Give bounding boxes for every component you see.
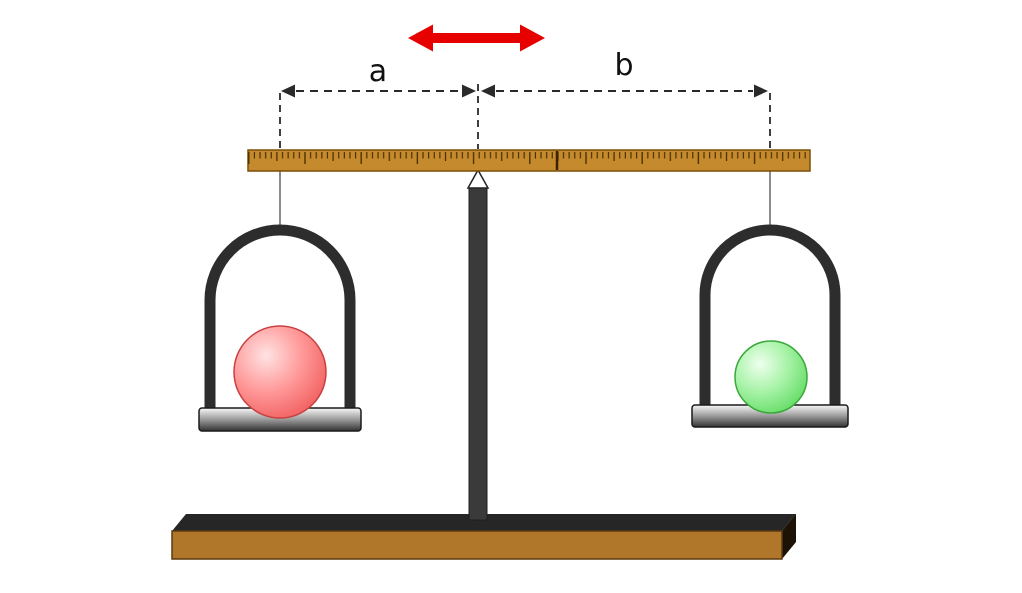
- left-hanger-stirrup: [204, 224, 356, 412]
- ruler-tick-marks: [248, 150, 810, 171]
- green-ball: [734, 340, 808, 414]
- distance-a-label: a: [369, 54, 387, 89]
- right-hanger-stirrup: [699, 224, 841, 409]
- dimension-b-arrowhead-left: [481, 84, 495, 98]
- ruler-beam[interactable]: [247, 149, 811, 172]
- dimension-b: b: [481, 48, 768, 98]
- distance-b-label: b: [614, 48, 633, 83]
- dimension-a-arrowhead-right: [462, 84, 476, 98]
- base-front-face: [171, 530, 783, 560]
- base-top-face: [172, 514, 796, 531]
- move-arrow-icon[interactable]: [408, 24, 545, 52]
- dimension-a: a: [281, 54, 476, 98]
- right-hanger-assembly: [691, 224, 849, 428]
- left-hanger-assembly: [198, 224, 362, 432]
- base-right-face: [782, 514, 796, 559]
- red-ball: [233, 325, 327, 419]
- base: [171, 514, 796, 560]
- dimension-b-arrowhead-right: [754, 84, 768, 98]
- support-post: [468, 185, 488, 521]
- pivot-triangle: [466, 168, 490, 189]
- dimension-a-arrowhead-left: [281, 84, 295, 98]
